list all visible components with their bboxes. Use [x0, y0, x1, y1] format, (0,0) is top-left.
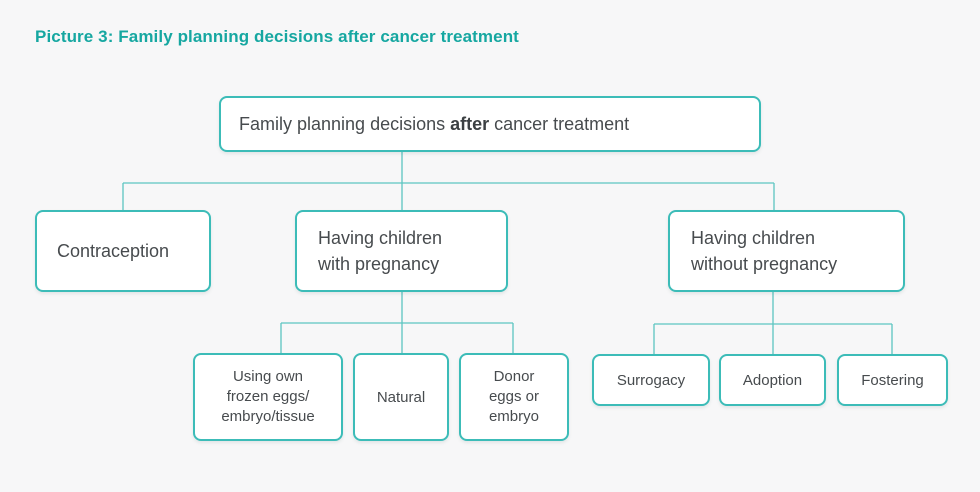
node-label: Adoption	[742, 371, 803, 389]
root-label-suffix: cancer treatment	[489, 113, 630, 134]
node-adoption: Adoption	[719, 354, 826, 406]
node-label: Having children without pregnancy	[691, 228, 838, 274]
node-natural: Natural	[353, 353, 449, 441]
node-label: Using own frozen eggs/ embryo/tissue	[221, 368, 315, 425]
figure-caption: Picture 3: Family planning decisions aft…	[35, 27, 519, 46]
node-fostering: Fostering	[837, 354, 948, 406]
node-label: Contraception	[57, 240, 170, 261]
node-label: Fostering	[861, 371, 924, 389]
node-label: Natural	[376, 388, 426, 406]
node-label: Family planning decisions after cancer t…	[239, 114, 629, 135]
node-having-children-with-pregnancy: Having children with pregnancy	[295, 210, 508, 292]
node-contraception: Contraception	[35, 210, 211, 292]
node-label: Donor eggs or embryo	[488, 368, 540, 425]
node-label: Having children with pregnancy	[318, 228, 443, 274]
node-having-children-without-pregnancy: Having children without pregnancy	[668, 210, 905, 292]
tree-connectors	[122, 152, 893, 354]
node-family-planning-root: Family planning decisions after cancer t…	[219, 96, 761, 152]
root-label-bold: after	[450, 113, 490, 134]
node-donor-eggs-or-embryo: Donor eggs or embryo	[459, 353, 569, 441]
node-label: Surrogacy	[616, 371, 686, 389]
node-surrogacy: Surrogacy	[592, 354, 710, 406]
root-label-prefix: Family planning decisions	[239, 113, 451, 134]
node-using-own-frozen-eggs: Using own frozen eggs/ embryo/tissue	[193, 353, 343, 441]
